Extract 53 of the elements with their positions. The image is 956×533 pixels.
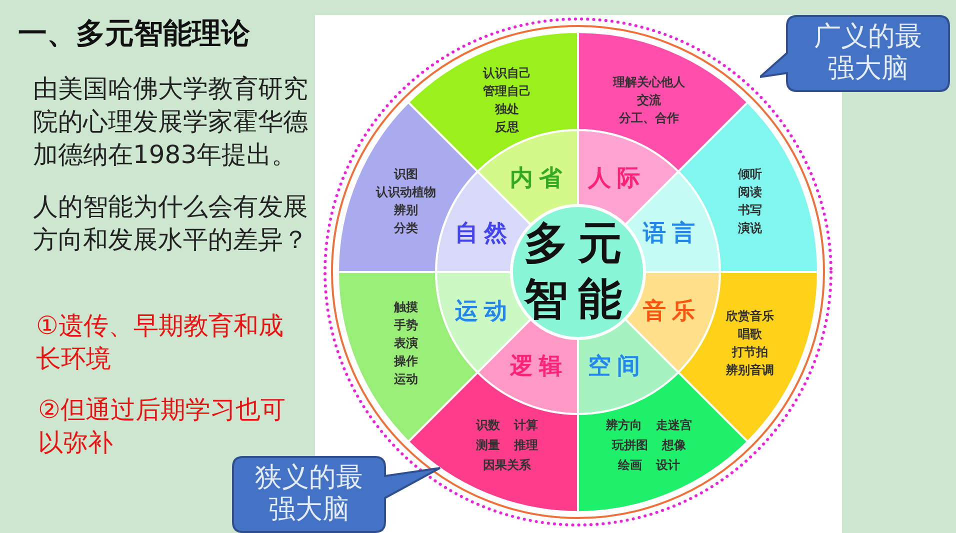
skill-item: 测量 xyxy=(476,436,500,454)
skill-item: 推理 xyxy=(514,436,538,454)
outer-sector xyxy=(338,102,478,272)
sector-label: 人际 xyxy=(588,164,646,192)
speech-bubble xyxy=(232,456,442,533)
skill-item: 打节拍 xyxy=(730,344,769,362)
skill-item: 识图 xyxy=(392,166,420,183)
skill-item: 书写 xyxy=(736,202,763,219)
skill-item: 交流 xyxy=(636,92,662,110)
callout-text: 广义的最强大脑 xyxy=(813,21,923,85)
skill-item: 手势 xyxy=(393,317,420,334)
skill-item: 唱歌 xyxy=(736,326,763,344)
skill-item: 反思 xyxy=(494,119,520,136)
skill-item: 计算 xyxy=(514,416,538,434)
skill-item: 想像 xyxy=(662,436,686,454)
skill-item: 阅读 xyxy=(736,184,763,201)
skill-item: 设计 xyxy=(656,456,680,474)
skill-item: 理解关心他人 xyxy=(612,74,686,92)
skill-item: 运动 xyxy=(393,371,420,388)
skill-item: 独处 xyxy=(494,101,520,118)
skill-item: 辨别 xyxy=(393,202,420,219)
sector-label: 运动 xyxy=(454,298,513,325)
skill-item: 辨别音调 xyxy=(724,362,775,380)
skill-item: 辨方向 xyxy=(606,416,642,434)
skill-item: 触摸 xyxy=(392,299,420,316)
sector-label: 语言 xyxy=(643,219,702,246)
skill-item: 操作 xyxy=(392,353,420,370)
title: 一、多元智能理论 xyxy=(18,15,250,52)
skill-item: 管理自己 xyxy=(482,83,532,100)
skill-item: 表演 xyxy=(393,335,420,352)
skill-item: 认识自己 xyxy=(482,65,532,82)
skill-item: 走迷宫 xyxy=(656,416,692,434)
paragraph: 由美国哈佛大学教育研究院的心理发展学家霍华德加德纳在1983年提出。 xyxy=(33,73,309,171)
sector-label: 空间 xyxy=(588,352,646,380)
skill-item: 认识动植物 xyxy=(374,184,438,201)
sector-label: 音乐 xyxy=(643,298,702,325)
skill-item: 分类 xyxy=(392,220,420,237)
paragraph: ②但通过后期学习也可以弥补 xyxy=(38,394,286,459)
skill-item: 玩拼图 xyxy=(612,436,648,454)
paragraph: 人的智能为什么会有发展方向和发展水平的差异？ xyxy=(33,191,309,256)
skill-item: 识数 xyxy=(476,416,500,434)
skill-item: 演说 xyxy=(736,220,763,237)
skill-item: 分工、合作 xyxy=(618,110,680,128)
sector-label: 逻辑 xyxy=(510,352,568,380)
skill-item: 绘画 xyxy=(618,456,642,474)
skill-item: 欣赏音乐 xyxy=(724,308,775,326)
paragraph: ①遗传、早期教育和成长环境 xyxy=(36,310,284,375)
sector-label: 自然 xyxy=(454,219,513,246)
center-label: 多元智能 xyxy=(522,217,633,327)
callout-text: 狭义的最强大脑 xyxy=(254,462,364,526)
skill-item: 倾听 xyxy=(736,166,763,183)
skill-item: 因果关系 xyxy=(482,456,531,474)
sector-label: 内省 xyxy=(510,164,568,192)
